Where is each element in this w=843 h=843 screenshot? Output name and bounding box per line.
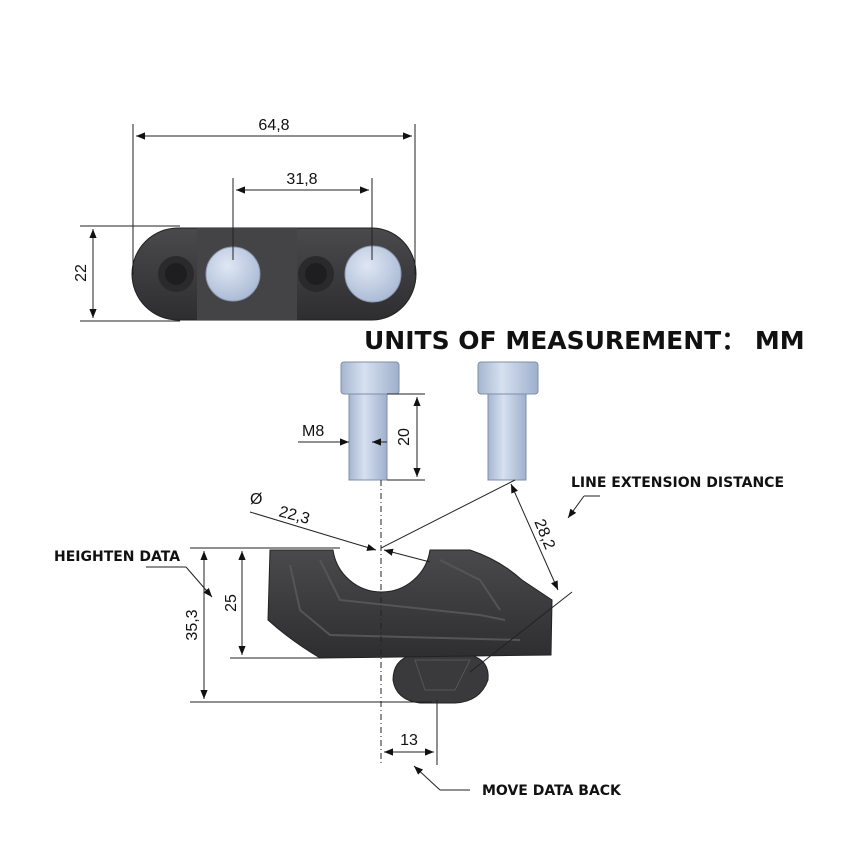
- callout-move-back-label: MOVE DATA BACK: [482, 783, 622, 799]
- dim-height-clamp: 25: [223, 594, 240, 612]
- dim-bolt-length: 20: [396, 428, 413, 446]
- dim-diameter-symbol: Ø: [250, 491, 262, 508]
- dim-setback: 13: [400, 732, 418, 749]
- dim-bar-diameter: 22,3: [277, 503, 312, 528]
- units-label: UNITS OF MEASUREMENT： MM: [364, 326, 805, 355]
- bolt-head-right: [344, 245, 402, 303]
- callout-move-back: [413, 765, 470, 791]
- side-view: [267, 549, 553, 704]
- callout-heighten-label: HEIGHTEN DATA: [54, 549, 180, 565]
- side-view-knob: [392, 654, 489, 704]
- side-view-body: [267, 549, 553, 659]
- side-view-lines: [190, 479, 573, 765]
- callout-line-extension-label: LINE EXTENSION DISTANCE: [571, 475, 784, 491]
- callout-line-extension: [567, 495, 600, 519]
- bolt-right: [477, 361, 539, 481]
- dim-height-total: 35,3: [184, 609, 201, 640]
- top-view: [131, 227, 417, 321]
- dim-overall-width: 64,8: [258, 117, 289, 134]
- dim-extension: 28,2: [530, 517, 557, 552]
- bolt-left: [340, 361, 400, 481]
- dim-hole-spacing: 31,8: [286, 171, 317, 188]
- dim-top-height: 22: [73, 264, 90, 282]
- callout-heighten: [146, 566, 213, 598]
- dim-thread: M8: [302, 423, 324, 440]
- bolt-dimensions: [298, 393, 425, 481]
- top-view-dimensions: [80, 124, 416, 322]
